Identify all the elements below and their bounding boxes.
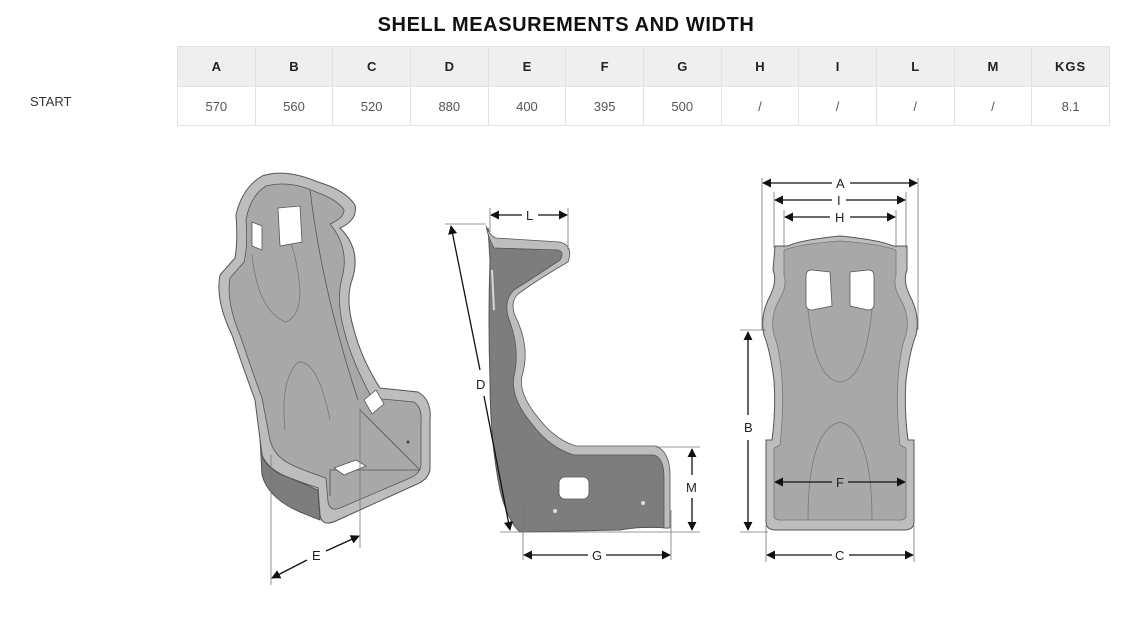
dimension-label-e: E [312,548,321,563]
cell-e: 400 [487,86,567,126]
cell-d: 880 [409,86,489,126]
seat-front-view: A I H B F C [740,176,919,563]
dimension-label-d: D [476,377,485,392]
dimension-label-m: M [686,480,697,495]
column-header-kgs: KGS [1031,46,1110,87]
column-header-l: L [875,46,955,87]
row-label-start: START [30,94,72,109]
table-header-row: A B C D E F G H I L M KGS [177,46,1110,87]
dimension-label-c: C [835,548,844,563]
cell-kgs: 8.1 [1031,86,1110,126]
cell-l: / [875,86,955,126]
column-header-c: C [332,46,411,87]
cell-a: 570 [177,86,256,126]
column-header-h: H [720,46,800,87]
dimension-label-a: A [836,176,845,191]
dimension-label-h: H [835,210,844,225]
cell-h: / [720,86,800,126]
seat-side-view: L D M G [445,208,700,563]
cell-f: 395 [565,86,644,126]
dimension-label-f: F [836,475,844,490]
column-header-a: A [177,46,256,87]
column-header-b: B [254,46,334,87]
column-header-i: I [798,46,877,87]
dimension-label-b: B [744,420,753,435]
cell-b: 560 [254,86,334,126]
cell-g: 500 [642,86,722,126]
column-header-f: F [565,46,644,87]
cell-m: / [953,86,1033,126]
dimension-label-l: L [526,208,533,223]
dimension-label-i: I [837,193,841,208]
cell-c: 520 [332,86,411,126]
dimension-label-g: G [592,548,602,563]
table-row: 570 560 520 880 400 395 500 / / / / 8.1 [177,86,1110,126]
measurements-table: A B C D E F G H I L M KGS 570 560 520 88… [177,46,1110,126]
column-header-g: G [642,46,722,87]
seat-perspective-view: E [218,172,431,585]
page-title: SHELL MEASUREMENTS AND WIDTH [377,14,755,36]
